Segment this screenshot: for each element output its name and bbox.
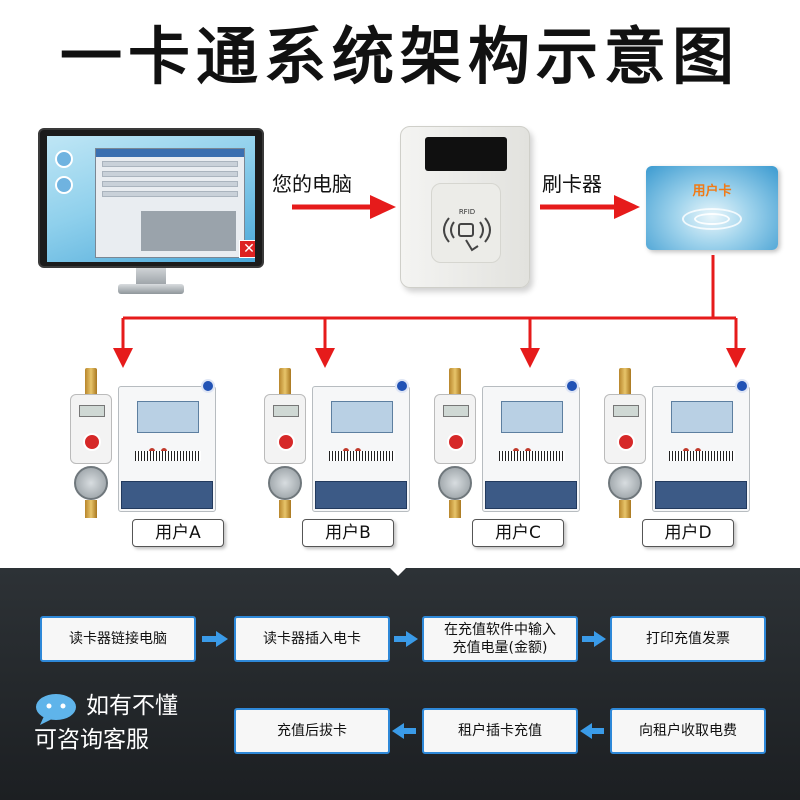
arrow-reader-to-card — [540, 195, 640, 219]
contact-line-1: 如有不懂 — [86, 693, 178, 719]
electric-meter-image — [118, 379, 216, 512]
meter-unit-b — [256, 368, 416, 518]
monitor-screen: ✕ — [47, 136, 255, 262]
meter-unit-d — [596, 368, 756, 518]
meter-unit-c — [426, 368, 586, 518]
desktop-app-icon — [55, 176, 73, 194]
step-print-invoice: 打印充值发票 — [610, 616, 766, 662]
rfid-wave-icon: RFID — [443, 208, 491, 252]
rfid-text: RFID — [459, 208, 475, 216]
computer-label: 您的电脑 — [272, 172, 352, 196]
step-remove-card: 充值后拔卡 — [234, 708, 390, 754]
card-reader-image: RFID — [400, 126, 530, 288]
water-meter-image — [70, 368, 112, 518]
user-card-text: 用户卡 — [692, 184, 732, 199]
monitor-base — [118, 284, 184, 294]
computer-monitor-image: ✕ — [38, 128, 264, 296]
software-window — [95, 148, 245, 258]
electric-meter-image — [312, 379, 410, 512]
user-card-image: 用户卡 — [646, 166, 778, 250]
process-panel — [0, 568, 800, 800]
user-label-b: 用户B — [302, 519, 394, 547]
reader-panel: RFID — [431, 183, 501, 263]
software-titlebar — [96, 149, 244, 157]
user-label-d: 用户D — [642, 519, 734, 547]
reader-label: 刷卡器 — [542, 172, 602, 196]
meter-unit-a — [62, 368, 222, 518]
diagram-title: 一卡通系统架构示意图 — [59, 20, 740, 93]
electric-meter-image — [482, 379, 580, 512]
monitor-stand — [136, 268, 166, 286]
panel-notch — [384, 562, 412, 576]
monitor-bezel: ✕ — [38, 128, 264, 268]
close-icon: ✕ — [239, 240, 255, 258]
user-label-a: 用户A — [132, 519, 224, 547]
water-meter-image — [604, 368, 646, 518]
user-label-c: 用户C — [472, 519, 564, 547]
electric-meter-image — [652, 379, 750, 512]
contact-line-2: 可咨询客服 — [34, 727, 149, 753]
arrow-computer-to-reader — [292, 195, 396, 219]
water-meter-image — [434, 368, 476, 518]
chat-bubble-icon — [36, 694, 76, 725]
reader-display — [425, 137, 507, 171]
step-insert-card: 读卡器插入电卡 — [234, 616, 390, 662]
step-enter-amount: 在充值软件中输入 充值电量(金额) — [422, 616, 578, 662]
step-collect-fee: 向租户收取电费 — [610, 708, 766, 754]
step-tenant-recharge: 租户插卡充值 — [422, 708, 578, 754]
water-meter-image — [264, 368, 306, 518]
desktop-app-icon — [55, 150, 73, 168]
step-reader-connect-pc: 读卡器链接电脑 — [40, 616, 196, 662]
contact-info: 如有不懂 可咨询客服 — [34, 690, 224, 760]
